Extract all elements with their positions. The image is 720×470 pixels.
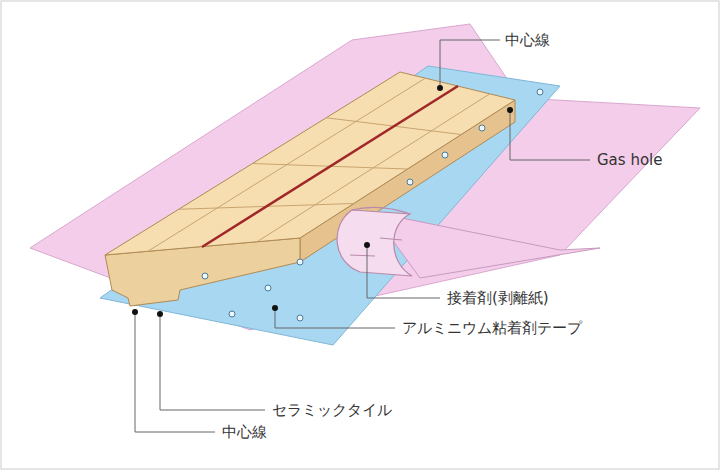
tile-label: セラミックタイル <box>272 400 392 420</box>
peeled-paper <box>372 212 600 278</box>
gas-hole-label: Gas hole <box>597 150 662 170</box>
roll-mark <box>380 238 402 240</box>
tile-top <box>105 72 515 255</box>
center-line-label: 中心線 <box>505 30 550 50</box>
adhesive-label: 接着剤(剥離紙) <box>447 288 549 308</box>
center-line-label: 中心線 <box>222 422 267 442</box>
leader-dots <box>132 85 513 317</box>
paper-roll <box>337 210 412 276</box>
tape-label: アルミニウム粘着剤テープ <box>402 318 582 338</box>
gas-holes <box>202 89 543 321</box>
leader-lines <box>135 40 590 432</box>
aluminum-tape <box>100 66 560 345</box>
roll-mark <box>350 255 375 256</box>
roll-edge <box>352 207 410 214</box>
